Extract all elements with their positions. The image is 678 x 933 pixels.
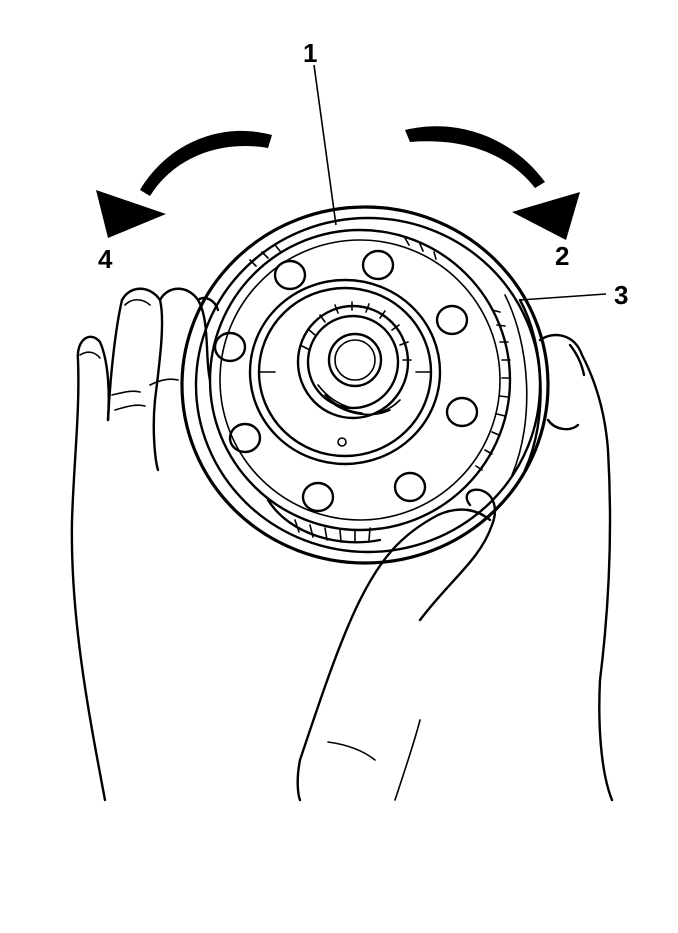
right-hand xyxy=(296,333,614,802)
callout-2: 2 xyxy=(555,241,569,271)
rotate-counterclockwise-arrow xyxy=(96,130,272,238)
inner-carrier-plate xyxy=(248,278,442,466)
rotate-clockwise-arrow xyxy=(405,126,580,240)
splined-hub-ring xyxy=(208,228,512,544)
callout-1: 1 xyxy=(303,38,317,68)
helical-gear xyxy=(296,301,412,420)
callout-4: 4 xyxy=(98,244,113,274)
left-hand xyxy=(70,287,220,802)
bolt-holes xyxy=(213,249,479,513)
leader-lines xyxy=(313,64,607,301)
outer-housing-ring xyxy=(180,205,550,565)
callout-3: 3 xyxy=(614,280,628,310)
